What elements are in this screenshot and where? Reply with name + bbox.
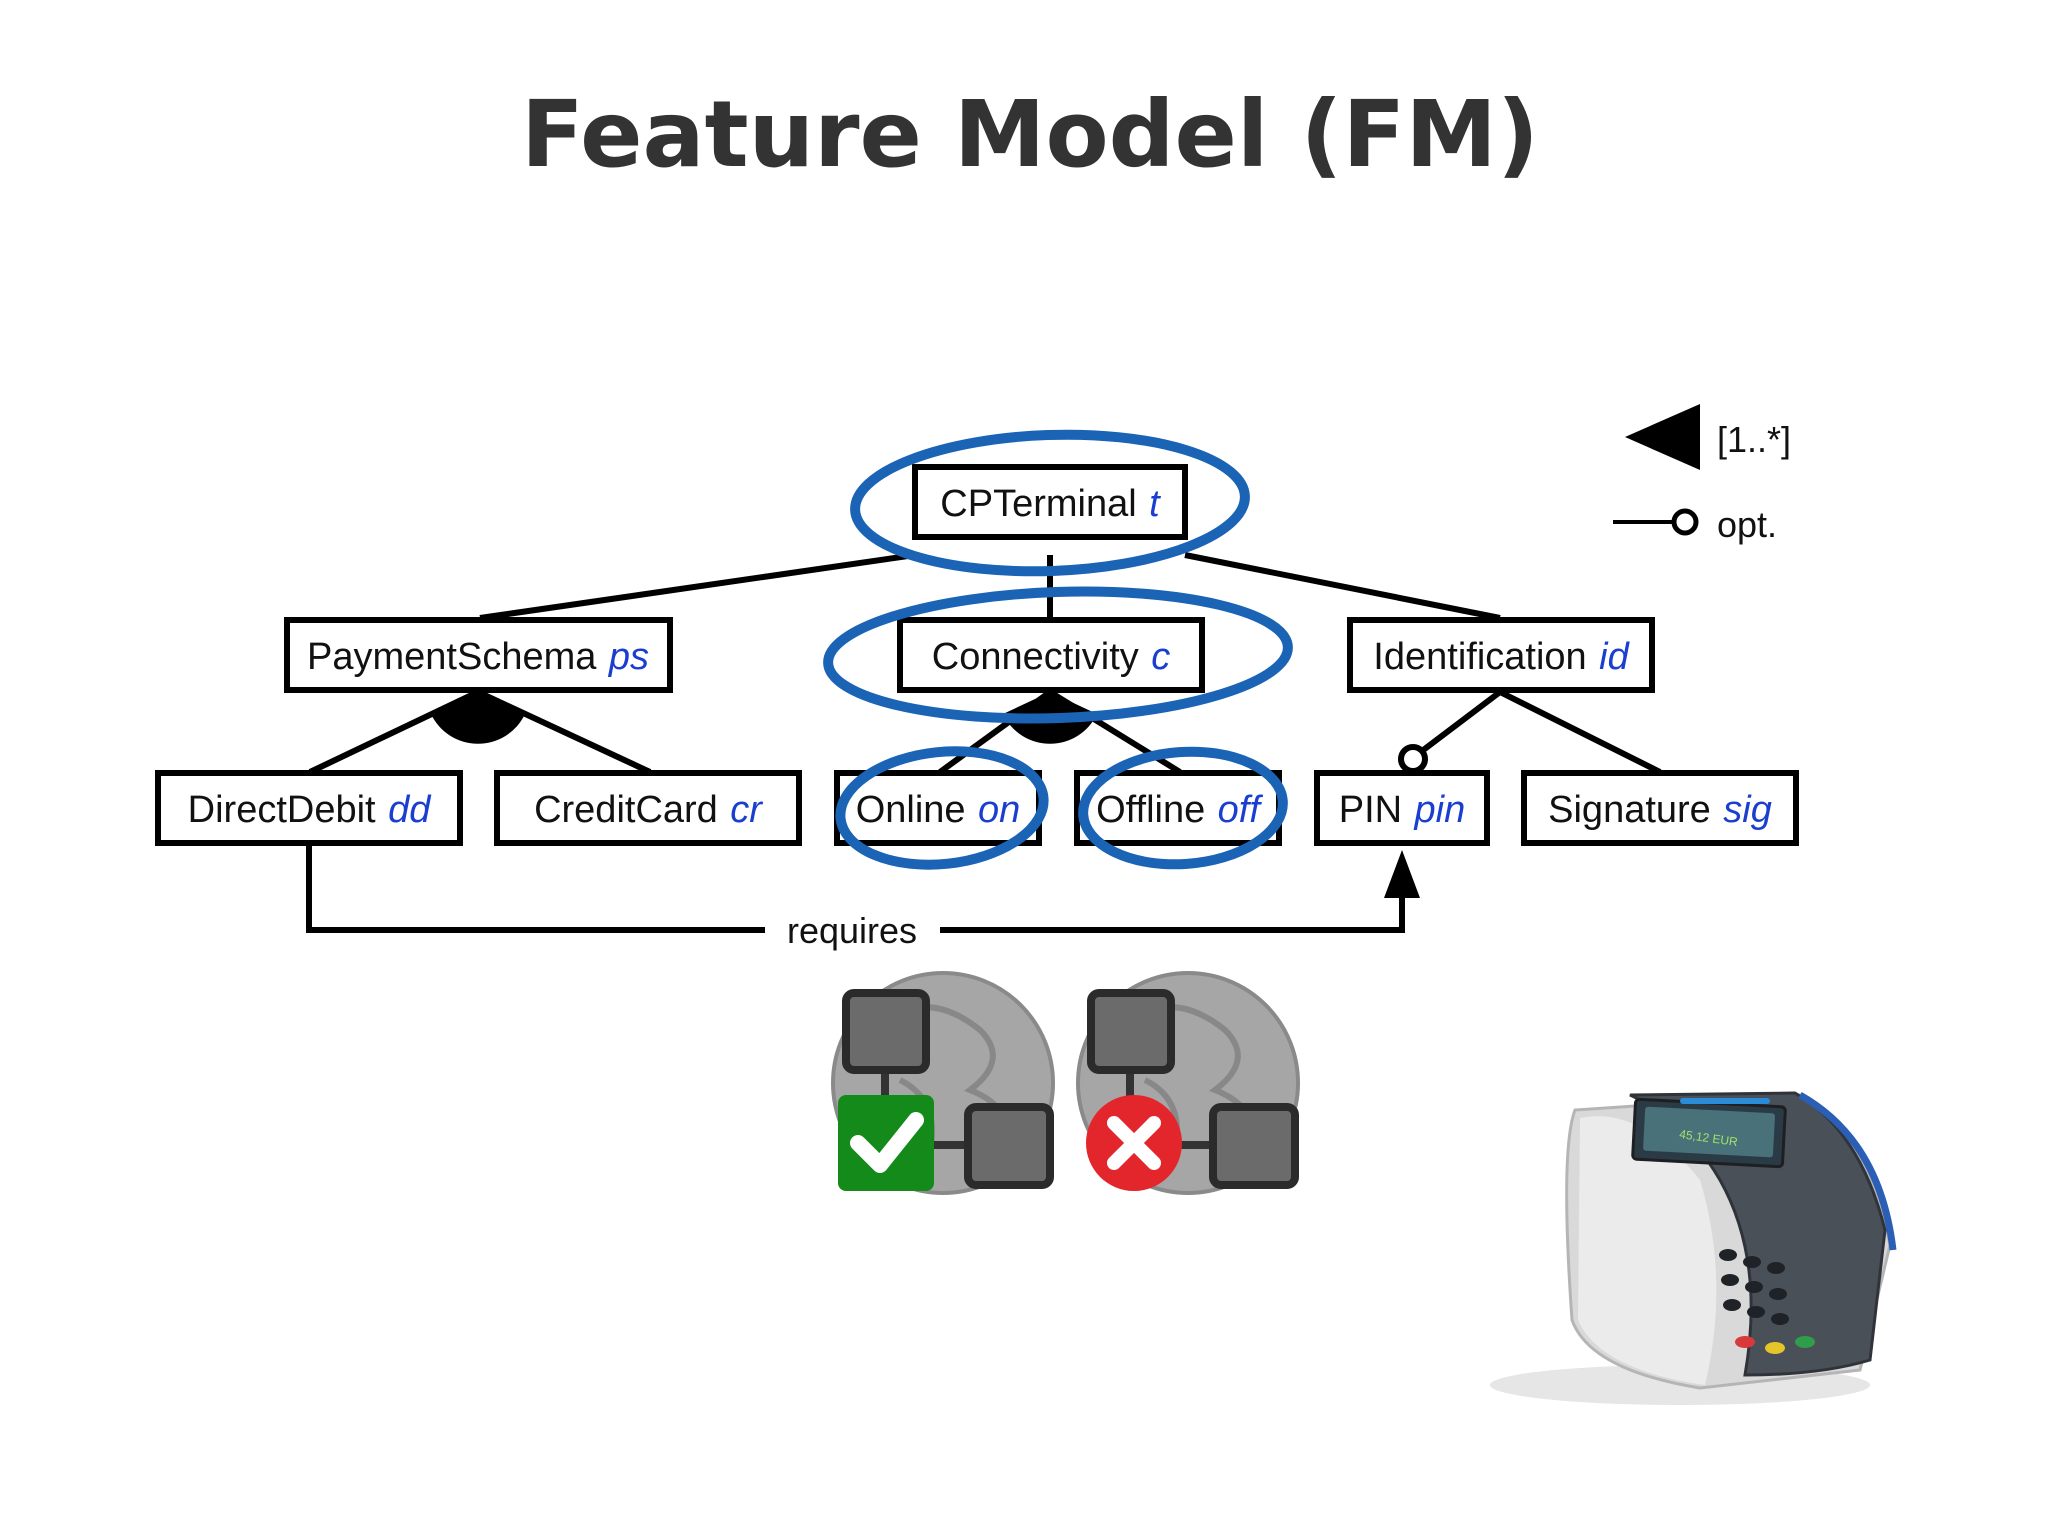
feature-abbr: on xyxy=(978,789,1020,831)
feature-pin: PIN pin xyxy=(1314,770,1490,846)
feature-name: Connectivity xyxy=(932,636,1139,678)
svg-text:Identification id: Identification id xyxy=(1373,636,1630,678)
legend-opt-label: opt. xyxy=(1717,504,1777,545)
feature-name: DirectDebit xyxy=(188,789,376,831)
highlight-ellipse xyxy=(835,746,1049,870)
feature-abbr: cr xyxy=(730,789,763,831)
svg-text:CreditCard cr: CreditCard cr xyxy=(534,789,763,831)
feature-abbr: t xyxy=(1149,483,1161,525)
legend-or-label: [1..*] xyxy=(1717,419,1791,460)
highlight-ellipse xyxy=(850,429,1250,577)
requires-constraint: requires xyxy=(306,845,1420,951)
invalid-configuration-icon xyxy=(1076,971,1300,1195)
feature-offline: Offline off xyxy=(1074,770,1282,846)
feature-abbr: pin xyxy=(1414,789,1466,831)
feature-name: Signature xyxy=(1548,789,1711,831)
svg-text:Online on: Online on xyxy=(856,789,1021,831)
feature-abbr: sig xyxy=(1723,789,1772,831)
feature-name: Offline xyxy=(1096,789,1205,831)
page-title: Feature Model (FM) xyxy=(521,81,1539,188)
feature-name: PaymentSchema xyxy=(307,636,597,678)
feature-cpterminal: CPTerminal t xyxy=(912,464,1188,540)
optional-marker-icon xyxy=(1398,744,1428,774)
feature-name: CreditCard xyxy=(534,789,718,831)
payment-terminal-image: 45,12 EUR xyxy=(1490,1091,1897,1405)
svg-text:CPTerminal t: CPTerminal t xyxy=(940,483,1161,525)
feature-abbr: off xyxy=(1218,789,1264,831)
feature-identification: Identification id xyxy=(1347,617,1655,693)
selection-highlights xyxy=(823,429,1293,870)
feature-abbr: dd xyxy=(388,789,432,831)
optional-legend-icon xyxy=(1671,508,1699,536)
valid-configuration-icon xyxy=(831,971,1055,1195)
feature-name: Identification xyxy=(1373,636,1586,678)
feature-name: Online xyxy=(856,789,966,831)
requires-label: requires xyxy=(787,910,917,951)
svg-text:Connectivity c: Connectivity c xyxy=(932,636,1170,678)
feature-signature: Signature sig xyxy=(1521,770,1799,846)
svg-text:PaymentSchema ps: PaymentSchema ps xyxy=(307,636,649,678)
or-group-legend-icon xyxy=(1625,404,1700,470)
svg-text:Signature sig: Signature sig xyxy=(1548,789,1772,831)
feature-name: CPTerminal xyxy=(940,483,1136,525)
feature-creditcard: CreditCard cr xyxy=(494,770,802,846)
feature-paymentschema: PaymentSchema ps xyxy=(284,617,673,693)
feature-abbr: c xyxy=(1151,636,1170,678)
feature-online: Online on xyxy=(834,770,1042,846)
highlight-ellipse xyxy=(823,586,1293,724)
feature-abbr: ps xyxy=(608,636,649,678)
feature-abbr: id xyxy=(1599,636,1630,678)
feature-name: PIN xyxy=(1339,789,1402,831)
svg-text:PIN pin: PIN pin xyxy=(1339,789,1466,831)
or-group-icon xyxy=(431,692,525,744)
arrowhead-icon xyxy=(1384,850,1420,898)
legend: [1..*] opt. xyxy=(1613,404,1791,545)
feature-connectivity: Connectivity c xyxy=(897,617,1205,693)
feature-directdebit: DirectDebit dd xyxy=(155,770,463,846)
highlight-ellipse xyxy=(1078,746,1288,870)
svg-text:Offline off: Offline off xyxy=(1096,789,1263,831)
svg-text:DirectDebit dd: DirectDebit dd xyxy=(188,789,433,831)
